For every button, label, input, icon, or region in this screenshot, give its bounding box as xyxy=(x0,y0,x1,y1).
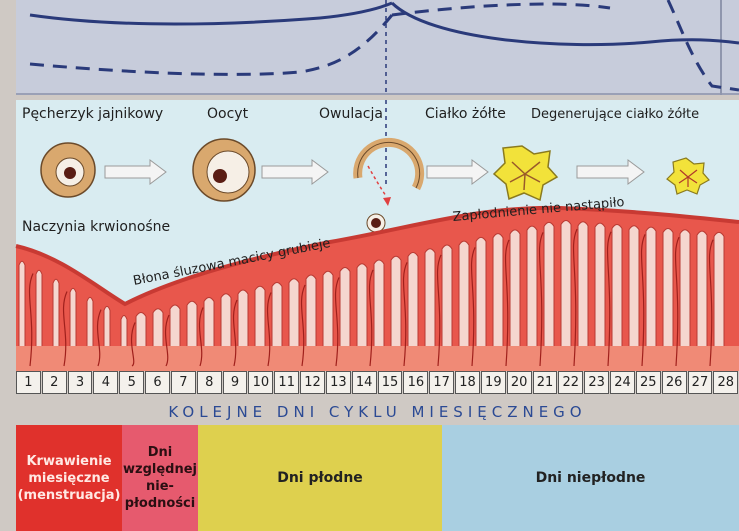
phase-line: (menstruacja) xyxy=(18,487,121,504)
gland xyxy=(87,297,93,346)
day-cell: 2 xyxy=(42,371,67,394)
label-ovulation: Owulacja xyxy=(319,106,383,122)
gland xyxy=(36,270,42,346)
gland xyxy=(289,279,299,346)
gland xyxy=(238,290,248,346)
phase-relative-infertility: Dni względnej nie- płodności xyxy=(122,425,198,531)
phase-menstruation: Krwawienie miesięczne (menstruacja) xyxy=(16,425,122,531)
day-cell: 24 xyxy=(610,371,635,394)
gland xyxy=(391,256,401,346)
label-blood-vessels: Naczynia krwionośne xyxy=(22,219,170,235)
label-follicle: Pęcherzyk jajnikowy xyxy=(22,106,163,122)
gland xyxy=(19,261,25,346)
gland xyxy=(374,260,384,346)
day-cell: 14 xyxy=(352,371,377,394)
gland xyxy=(646,227,656,346)
day-cell: 15 xyxy=(378,371,403,394)
phase-line: Krwawienie xyxy=(18,453,121,470)
gland xyxy=(153,309,163,346)
follicle-icon xyxy=(41,143,95,197)
gland xyxy=(714,232,724,346)
day-number-row: 1234567891011121314151617181920212223242… xyxy=(16,371,739,394)
gland xyxy=(121,315,127,346)
day-cell: 10 xyxy=(248,371,273,394)
gland xyxy=(578,222,588,346)
day-cell: 5 xyxy=(119,371,144,394)
gland xyxy=(70,288,76,346)
gland xyxy=(544,222,554,346)
day-cell: 23 xyxy=(584,371,609,394)
gland xyxy=(527,226,537,346)
day-cell: 3 xyxy=(68,371,93,394)
gland xyxy=(255,286,265,346)
gland xyxy=(221,294,231,346)
gland xyxy=(170,305,180,346)
day-cell: 8 xyxy=(197,371,222,394)
day-cell: 18 xyxy=(455,371,480,394)
day-cell: 17 xyxy=(429,371,454,394)
day-cell: 11 xyxy=(274,371,299,394)
day-cell: 4 xyxy=(93,371,118,394)
gland xyxy=(595,223,605,346)
day-cell: 27 xyxy=(688,371,713,394)
day-cell: 6 xyxy=(145,371,170,394)
cycle-days-title: KOLEJNE DNI CYKLU MIESIĘCZNEGO xyxy=(16,399,739,425)
phase-infertile-days: Dni niepłodne xyxy=(442,425,739,531)
label-corpus-luteum: Ciałko żółte xyxy=(425,106,506,122)
gland xyxy=(510,230,520,346)
label-degenerating-corpus-luteum: Degenerujące ciałko żółte xyxy=(531,107,699,122)
day-cell: 25 xyxy=(636,371,661,394)
endometrium-base xyxy=(16,346,739,371)
phase-line: miesięczne xyxy=(18,470,121,487)
day-cell: 9 xyxy=(223,371,248,394)
gland xyxy=(561,220,571,346)
hormone-chart-bg xyxy=(16,0,739,95)
gland xyxy=(697,231,707,346)
gland xyxy=(323,271,333,346)
gland xyxy=(408,252,418,346)
day-cell: 20 xyxy=(507,371,532,394)
gland xyxy=(136,312,146,346)
gland xyxy=(53,279,59,346)
gland xyxy=(104,306,110,346)
label-oocyte: Oocyt xyxy=(207,106,249,122)
gland xyxy=(612,224,622,346)
phase-line: Dni niepłodne xyxy=(536,470,646,486)
uterus-diagram: Pęcherzyk jajnikowy Oocyt Owulacja Ciałk… xyxy=(0,96,739,371)
day-cell: 1 xyxy=(16,371,41,394)
gland xyxy=(663,228,673,346)
phase-line: Dni xyxy=(123,444,197,461)
gland xyxy=(459,241,469,346)
gland xyxy=(476,237,486,346)
gland xyxy=(493,234,503,346)
phase-line: Dni płodne xyxy=(277,470,363,486)
phase-line: płodności xyxy=(123,495,197,512)
day-cell: 16 xyxy=(403,371,428,394)
oocyte-icon xyxy=(193,139,255,201)
day-cell: 13 xyxy=(326,371,351,394)
day-cell: 21 xyxy=(533,371,558,394)
gland xyxy=(340,267,350,346)
gland xyxy=(272,282,282,346)
day-cell: 28 xyxy=(713,371,738,394)
gland xyxy=(442,245,452,346)
gland xyxy=(425,249,435,346)
day-cell: 26 xyxy=(662,371,687,394)
day-cell: 12 xyxy=(300,371,325,394)
gland xyxy=(357,264,367,346)
day-cell: 22 xyxy=(558,371,583,394)
hormone-chart xyxy=(0,0,739,100)
gland xyxy=(306,275,316,346)
day-cell: 7 xyxy=(171,371,196,394)
phase-line: względnej xyxy=(123,461,197,478)
phase-line: nie- xyxy=(123,478,197,495)
gland xyxy=(629,226,639,346)
day-cell: 19 xyxy=(481,371,506,394)
phase-fertile-days: Dni płodne xyxy=(198,425,442,531)
gland xyxy=(680,230,690,346)
gland xyxy=(187,301,197,346)
gland xyxy=(204,297,214,346)
